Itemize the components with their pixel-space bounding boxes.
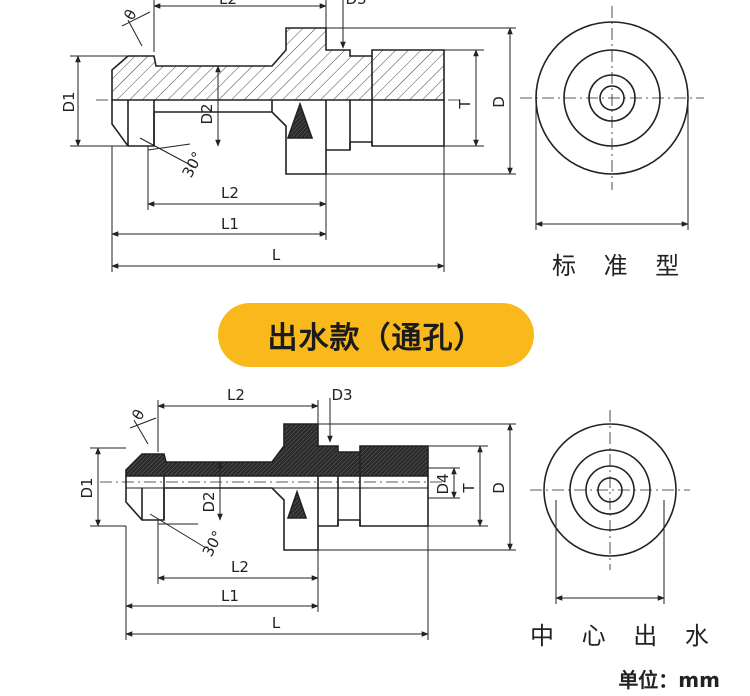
label-t: T <box>460 483 478 494</box>
standard-pull-stud-drawing <box>96 27 460 175</box>
label-d3-top: D3 <box>345 0 366 8</box>
label-l1: L1 <box>221 587 239 605</box>
label-l2-top: L2 <box>219 0 237 8</box>
through-hole-dimensions <box>90 398 516 640</box>
through-hole-pull-stud-drawing <box>100 423 444 551</box>
label-l1: L1 <box>221 215 239 233</box>
label-angle: 30° <box>199 528 227 560</box>
standard-end-view <box>520 6 704 230</box>
through-hole-banner: 出水款（通孔） <box>218 303 534 367</box>
through-hole-body-section <box>125 423 429 477</box>
label-d1: D1 <box>78 477 96 498</box>
label-l2: L2 <box>231 558 249 576</box>
banner-title: 出水款（通孔） <box>267 321 485 356</box>
label-d: D <box>490 482 508 494</box>
label-l: L <box>272 614 281 632</box>
label-d4: D4 <box>434 473 452 494</box>
through-hole-caption: 中 心 出 水 <box>530 622 719 650</box>
label-d2: D2 <box>200 491 218 512</box>
label-t: T <box>456 99 474 110</box>
label-d: D <box>490 96 508 108</box>
label-d1: D1 <box>60 91 78 112</box>
label-l2-top: L2 <box>227 386 245 404</box>
standard-body-section <box>111 27 445 101</box>
unit-note: 单位：mm <box>618 668 720 692</box>
standard-caption: 标 准 型 <box>552 252 690 280</box>
label-angle: 30° <box>178 149 206 181</box>
label-d2: D2 <box>198 103 216 124</box>
through-hole-end-view <box>530 410 690 604</box>
label-theta: θ <box>120 6 140 23</box>
label-l2: L2 <box>221 184 239 202</box>
label-l: L <box>272 246 281 264</box>
label-d3-top: D3 <box>331 386 352 404</box>
standard-dimensions <box>70 0 516 272</box>
label-theta: θ <box>128 406 148 423</box>
